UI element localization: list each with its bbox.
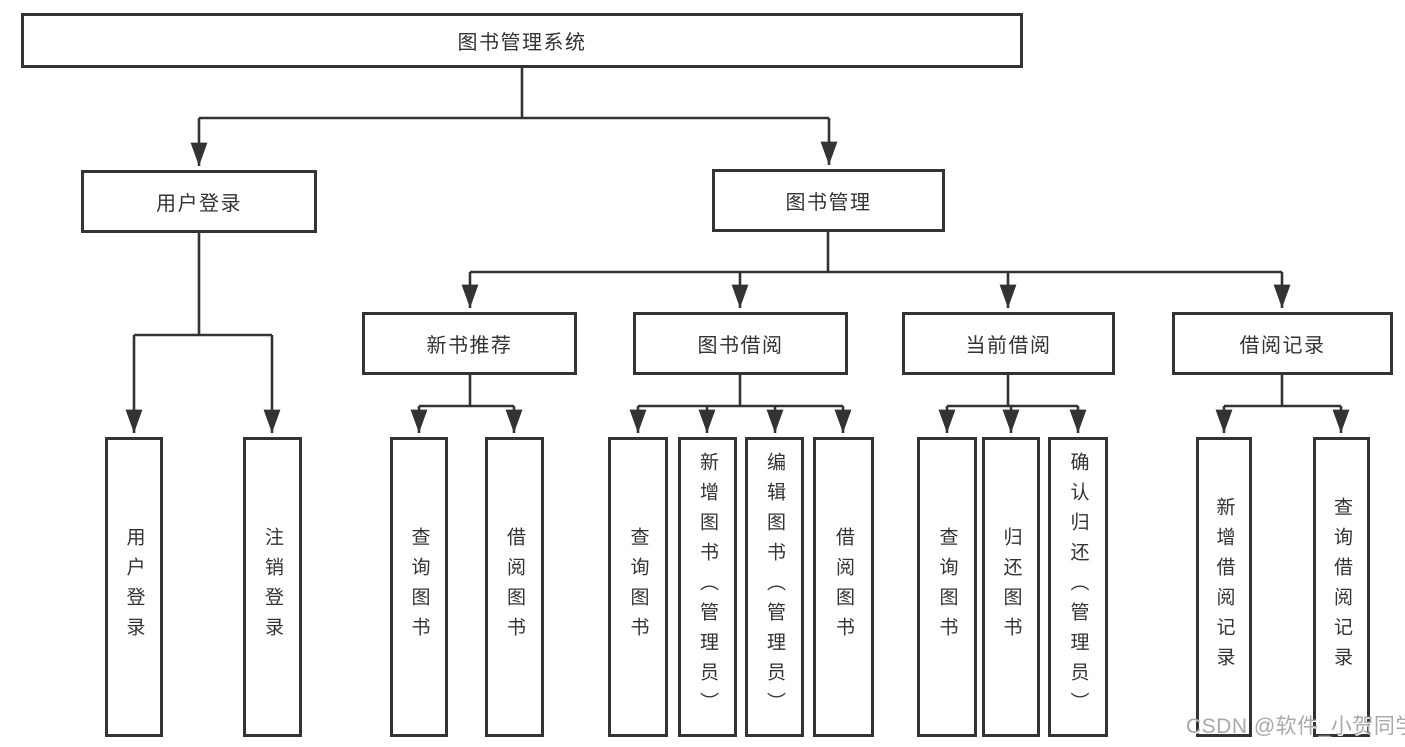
leaf-logout: 注销登录 bbox=[243, 437, 302, 737]
leaf-confirm-return-admin: 确认归还（管理员） bbox=[1048, 437, 1108, 737]
leaf-add-books-admin: 新增图书（管理员） bbox=[678, 437, 737, 737]
leaf-return-books: 归还图书 bbox=[982, 437, 1040, 737]
leaf-edit-books-admin: 编辑图书（管理员） bbox=[745, 437, 804, 737]
csdn-watermark: CSDN @软件_小贺同学 bbox=[1186, 715, 1405, 738]
leaf-query-borrow-record: 查询借阅记录 bbox=[1313, 437, 1370, 737]
leaf-query-books-2: 查询图书 bbox=[608, 437, 668, 737]
node-borrowing-records: 借阅记录 bbox=[1172, 312, 1393, 375]
node-book-borrowing: 图书借阅 bbox=[633, 312, 848, 375]
leaf-borrow-books-2: 借阅图书 bbox=[813, 437, 874, 737]
leaf-query-books-3: 查询图书 bbox=[917, 437, 977, 737]
leaf-borrow-books-1: 借阅图书 bbox=[485, 437, 544, 737]
leaf-user-login: 用户登录 bbox=[105, 437, 163, 737]
leaf-query-books-1: 查询图书 bbox=[390, 437, 448, 737]
node-book-management: 图书管理 bbox=[712, 169, 945, 232]
node-user-login: 用户登录 bbox=[81, 170, 317, 233]
leaf-add-borrow-record: 新增借阅记录 bbox=[1196, 437, 1252, 737]
node-library-management-system: 图书管理系统 bbox=[21, 13, 1023, 68]
node-current-borrowing: 当前借阅 bbox=[902, 312, 1115, 375]
node-new-book-recommend: 新书推荐 bbox=[362, 312, 577, 375]
